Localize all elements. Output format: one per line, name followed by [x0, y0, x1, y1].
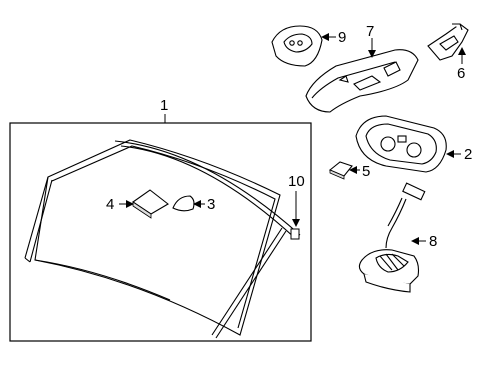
- part-2-mirror-housing: [355, 115, 447, 173]
- callout-1: 1: [160, 97, 168, 114]
- part-8-sensor-module: [358, 182, 426, 293]
- windshield-group-box: [9, 122, 312, 342]
- part-5-pad: [328, 161, 353, 180]
- windshield-glass: [24, 139, 301, 339]
- callout-8: 8: [429, 233, 437, 250]
- callout-10: 10: [288, 173, 305, 190]
- callout-9: 9: [338, 29, 346, 46]
- part-4-sensor-pad: [132, 189, 169, 219]
- callout-6: 6: [457, 65, 465, 82]
- callout-4: 4: [106, 196, 114, 213]
- callout-5: 5: [362, 163, 370, 180]
- callout-3: 3: [207, 196, 215, 213]
- callout-2: 2: [464, 146, 472, 163]
- part-10-clip: [290, 228, 300, 240]
- part-9-mirror-cover: [271, 25, 323, 67]
- part-7-console-housing: [305, 49, 419, 113]
- part-3-rain-sensor: [172, 195, 195, 212]
- part-6-bracket: [427, 23, 469, 61]
- callout-7: 7: [366, 23, 374, 40]
